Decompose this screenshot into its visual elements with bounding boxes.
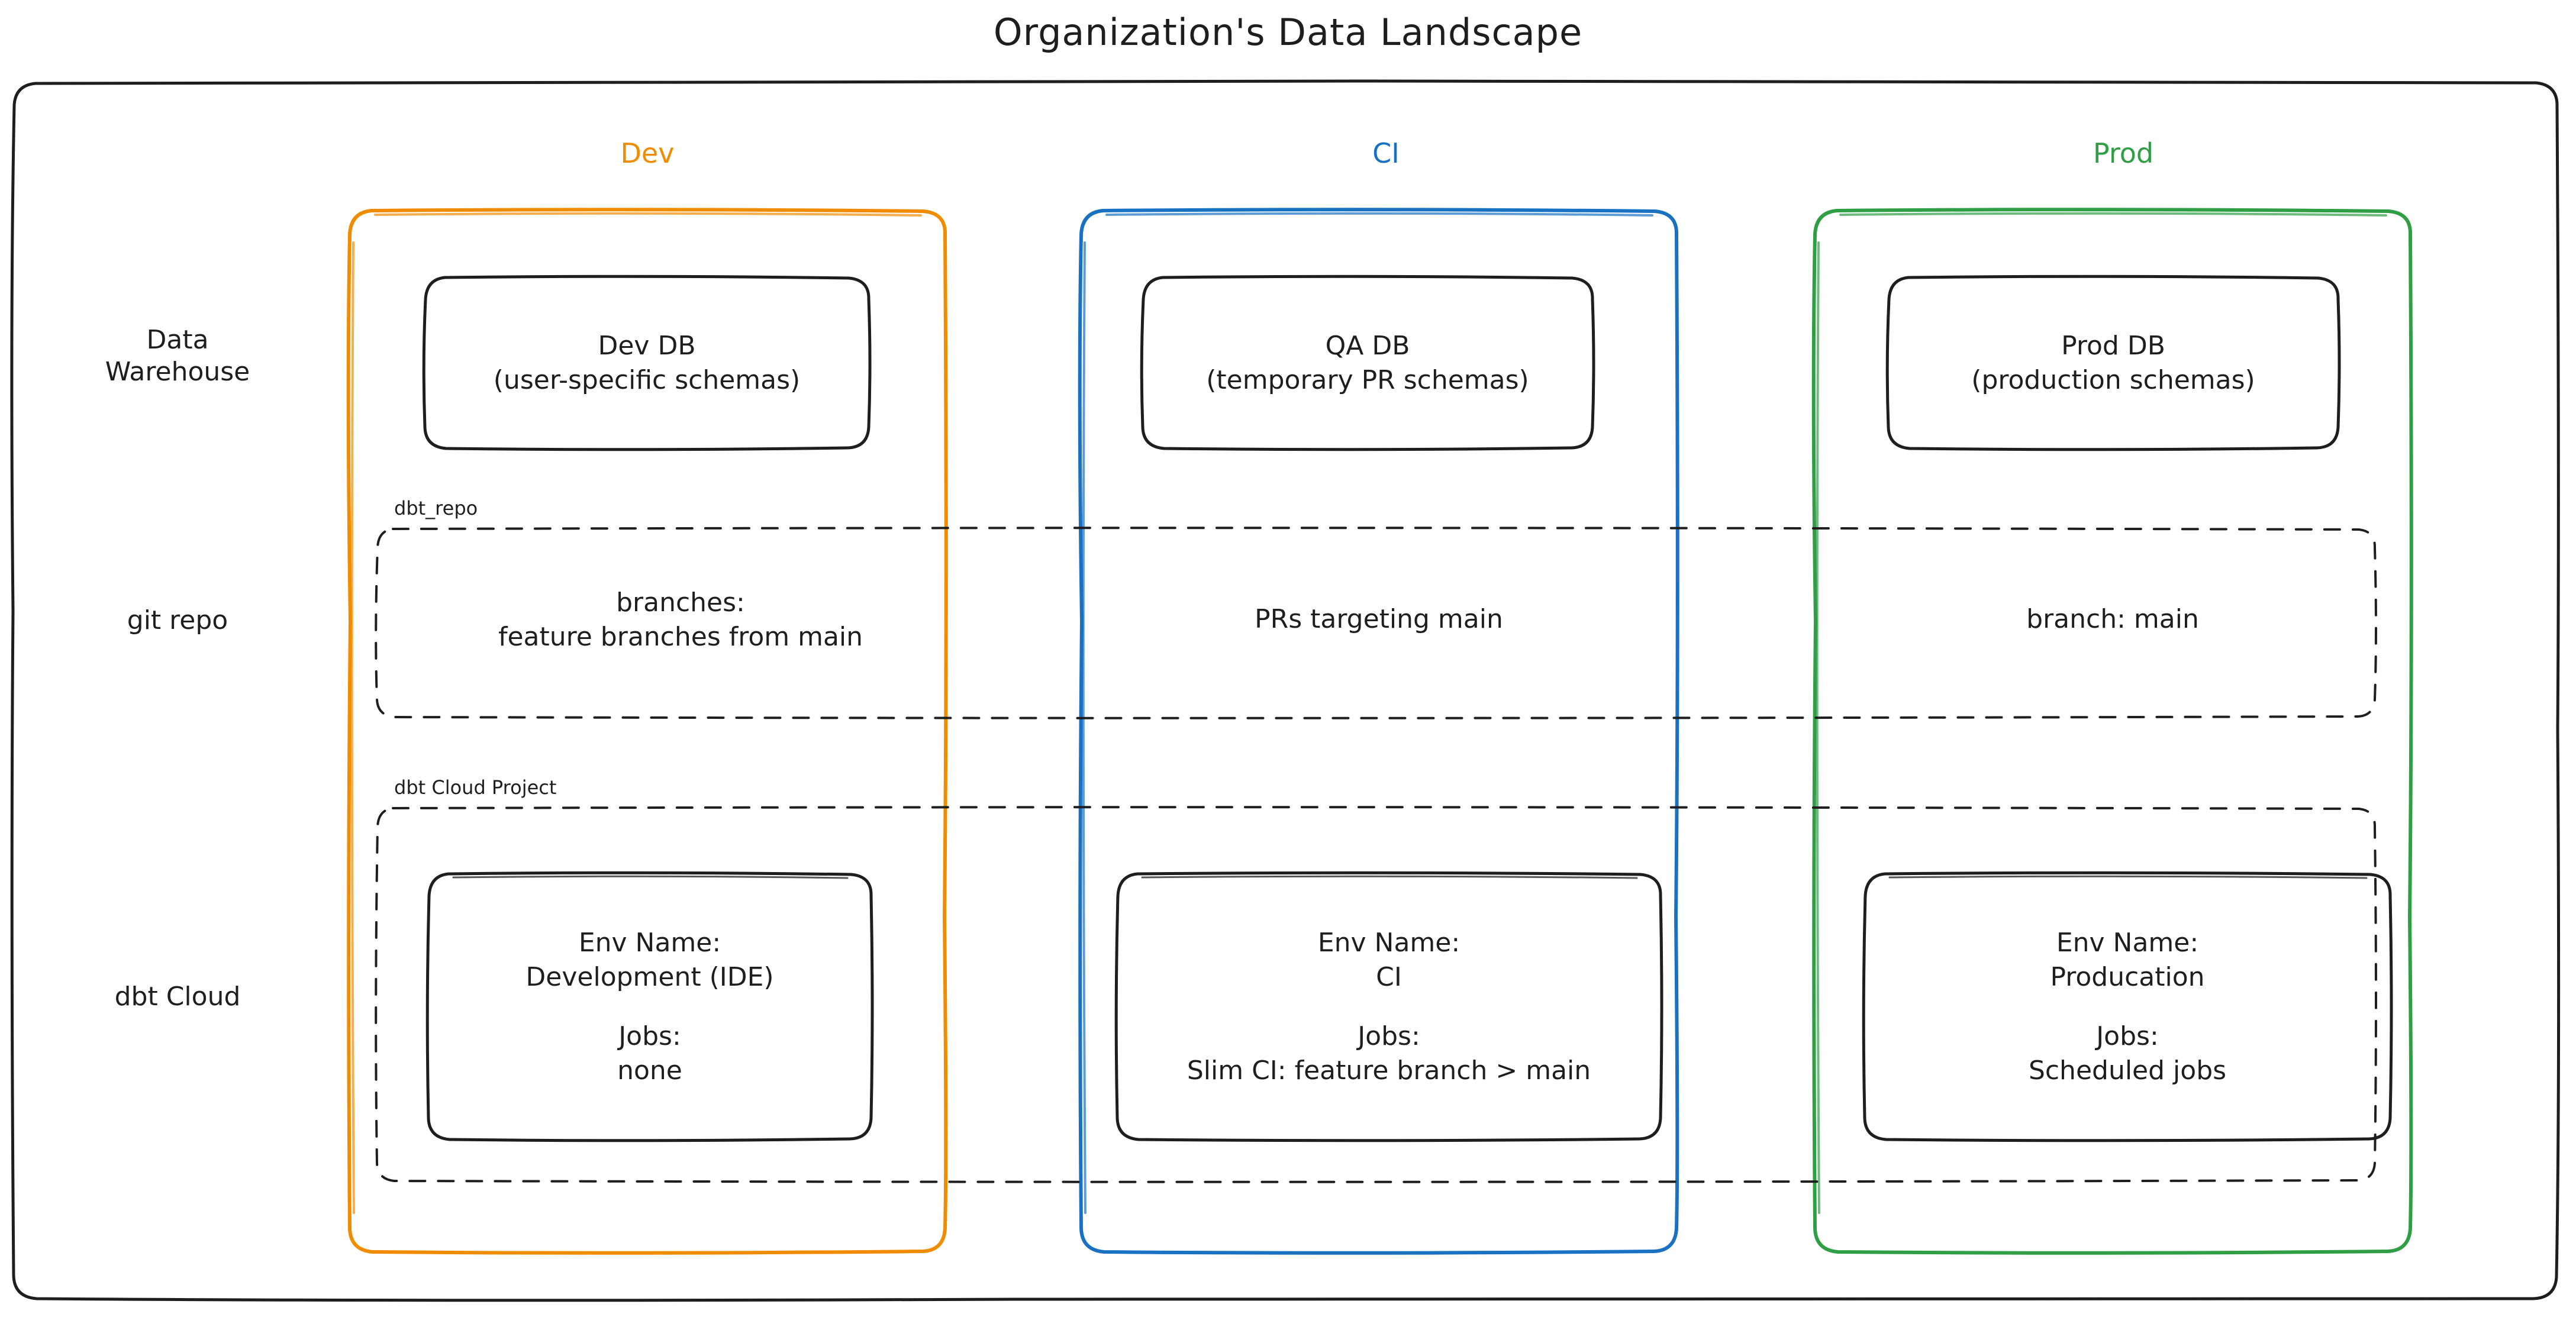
node-frame	[1861, 871, 2394, 1143]
jobs-value: none	[617, 1055, 682, 1086]
env-name-label: Env Name:	[578, 927, 721, 958]
node-dbt-cloud-dev-env[interactable]: Env Name: Development (IDE) Jobs: none	[425, 871, 875, 1143]
group-label-dbt-cloud-project: dbt Cloud Project	[394, 776, 557, 799]
row-label-line1: Data	[146, 325, 209, 355]
node-frame	[421, 275, 872, 452]
column-header-ci: CI	[1372, 137, 1400, 169]
env-name-label: Env Name:	[1317, 927, 1461, 958]
cell-line-1: PRs targeting main	[1255, 604, 1503, 634]
node-dbt-cloud-prod-env[interactable]: Env Name: Producation Jobs: Scheduled jo…	[1861, 871, 2394, 1143]
jobs-label: Jobs:	[1358, 1021, 1420, 1051]
node-line-1: QA DB	[1325, 330, 1410, 361]
node-label: Dev DB (user-specific schemas)	[421, 275, 872, 452]
jobs-value: Slim CI: feature branch > main	[1187, 1055, 1591, 1086]
node-frame	[1114, 871, 1664, 1143]
cell-line-1: branch: main	[2026, 604, 2199, 634]
node-frame	[1139, 275, 1596, 452]
column-header-dev: Dev	[620, 137, 675, 169]
cell-git-repo-ci: PRs targeting main	[1077, 602, 1681, 637]
node-label: Env Name: Development (IDE) Jobs: none	[425, 871, 875, 1143]
node-prod-db[interactable]: Prod DB (production schemas)	[1885, 275, 2342, 452]
jobs-label: Jobs:	[618, 1021, 681, 1051]
row-label-line2: Warehouse	[105, 356, 250, 387]
env-column-ci	[1077, 207, 1681, 1255]
cell-git-repo-prod: branch: main	[1811, 602, 2414, 637]
group-label-dbt-repo: dbt_repo	[394, 497, 478, 519]
group-container-dbt-cloud-project	[373, 805, 2379, 1186]
node-dev-db[interactable]: Dev DB (user-specific schemas)	[421, 275, 872, 452]
jobs-value: Scheduled jobs	[2028, 1055, 2227, 1086]
env-column-prod	[1811, 207, 2414, 1255]
row-label-git-repo: git repo	[127, 605, 228, 635]
node-line-2: (production schemas)	[1971, 365, 2255, 395]
cell-line-1: branches:	[616, 588, 745, 618]
row-label-dbt-cloud: dbt Cloud	[114, 982, 241, 1012]
node-frame	[425, 871, 875, 1143]
env-name-value: CI	[1376, 961, 1402, 992]
cell-git-repo-dev: branches: feature branches from main	[379, 586, 982, 654]
node-qa-db[interactable]: QA DB (temporary PR schemas)	[1139, 275, 1596, 452]
node-line-2: (user-specific schemas)	[493, 365, 801, 395]
group-container-dbt-repo	[373, 525, 2379, 722]
node-label: Env Name: Producation Jobs: Scheduled jo…	[1861, 871, 2394, 1143]
node-label: Env Name: CI Jobs: Slim CI: feature bran…	[1114, 871, 1664, 1143]
node-line-2: (temporary PR schemas)	[1206, 365, 1529, 395]
outer-frame	[8, 78, 2562, 1304]
node-line-1: Prod DB	[2061, 330, 2165, 361]
row-label-data-warehouse: Data Warehouse	[59, 324, 296, 388]
node-frame	[1885, 275, 2342, 452]
page-title: Organization's Data Landscape	[993, 11, 1583, 54]
env-column-dev	[346, 207, 949, 1255]
node-label: QA DB (temporary PR schemas)	[1139, 275, 1596, 452]
node-label: Prod DB (production schemas)	[1885, 275, 2342, 452]
jobs-label: Jobs:	[2096, 1021, 2159, 1051]
cell-line-2: feature branches from main	[498, 622, 863, 653]
column-header-prod: Prod	[2093, 137, 2154, 169]
node-line-1: Dev DB	[598, 330, 696, 361]
node-dbt-cloud-ci-env[interactable]: Env Name: CI Jobs: Slim CI: feature bran…	[1114, 871, 1664, 1143]
env-name-value: Development (IDE)	[525, 961, 774, 992]
env-name-label: Env Name:	[2056, 927, 2199, 958]
env-name-value: Producation	[2050, 961, 2205, 992]
